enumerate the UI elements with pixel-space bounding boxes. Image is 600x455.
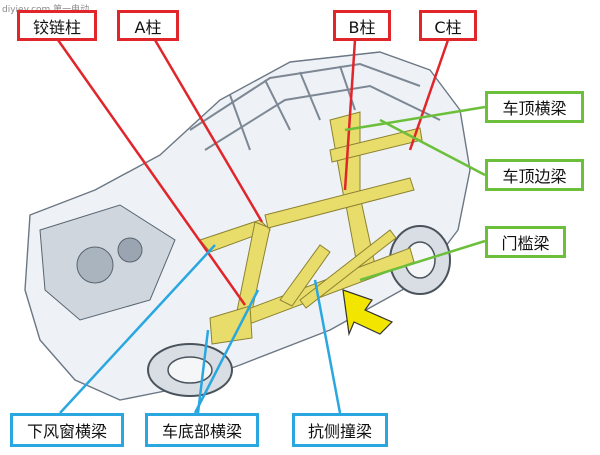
label-sill-beam: 门槛梁 bbox=[485, 226, 566, 258]
label-lower-windshield-beam: 下风窗横梁 bbox=[10, 413, 124, 447]
label-hinge-pillar: 铰链柱 bbox=[17, 10, 97, 41]
label-side-impact-beam: 抗侧撞梁 bbox=[292, 413, 388, 447]
label-roof-crossbeam: 车顶横梁 bbox=[485, 91, 584, 123]
label-roof-side-rail: 车顶边梁 bbox=[485, 159, 584, 191]
label-floor-crossbeam: 车底部横梁 bbox=[145, 413, 259, 447]
label-a-pillar: A柱 bbox=[117, 10, 179, 41]
label-b-pillar: B柱 bbox=[333, 10, 391, 41]
label-c-pillar: C柱 bbox=[419, 10, 477, 41]
